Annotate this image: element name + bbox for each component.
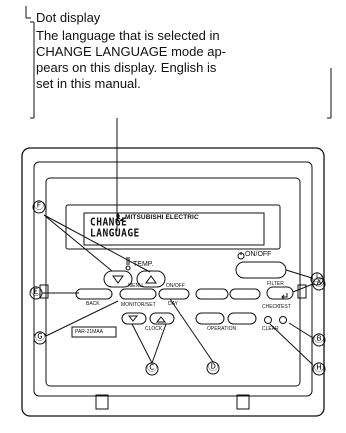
note-line: The language that is selected in	[36, 28, 220, 43]
menu-monitor-button[interactable]	[119, 288, 157, 300]
leader-B	[288, 322, 314, 339]
callout-G: Ⓖ	[35, 332, 45, 343]
callout-E: Ⓔ	[31, 287, 41, 298]
fan-button[interactable]	[195, 288, 229, 300]
callout-F: Ⓕ	[34, 201, 44, 212]
vane-button[interactable]	[229, 288, 261, 300]
model-plate	[71, 326, 117, 338]
front-panel	[45, 177, 301, 387]
callout-circle-E	[29, 286, 43, 300]
note-bracket-left	[30, 21, 35, 119]
note-line: pears on this display. English is	[36, 60, 217, 75]
callout-B: Ⓑ	[314, 334, 324, 345]
day-on-off-button[interactable]	[158, 288, 190, 300]
callout-A: Ⓐ	[314, 278, 324, 289]
filter-button[interactable]	[266, 286, 294, 300]
mode-back-button[interactable]	[75, 288, 113, 300]
model-label: PAR-21MAA	[75, 329, 103, 335]
callout-circle-B	[312, 333, 326, 347]
back-label: BACK	[86, 301, 100, 307]
callout-circle-C	[145, 362, 159, 376]
controller-body	[21, 147, 325, 417]
note-line: set in this manual.	[36, 76, 141, 91]
temp-up-button[interactable]	[136, 270, 166, 288]
clock-up-button[interactable]	[149, 312, 175, 325]
temp-label: TEMP.	[133, 261, 154, 268]
test-label: TEST	[278, 304, 291, 310]
callout-circle-A	[312, 277, 326, 291]
clock-up-arrow-icon	[155, 316, 167, 323]
left-hinge	[39, 284, 49, 299]
callout-circle-D	[206, 361, 220, 375]
clock-label: CLOCK	[145, 326, 163, 332]
lcd-window	[83, 212, 265, 246]
bottom-clip-left	[95, 394, 109, 410]
temp-down-button[interactable]	[103, 270, 133, 288]
callout-circle-F	[32, 200, 46, 214]
callout-D: Ⓓ	[208, 362, 218, 373]
controller-inner-frame	[33, 161, 313, 397]
dot-display-text: CHANGE LANGUAGE	[90, 218, 140, 239]
callout-I: Ⓘ	[312, 273, 322, 284]
callout-circle-H	[312, 362, 326, 376]
day-on-off-label: ON/OFF	[166, 283, 185, 289]
note-body: The language that is selected in CHANGE …	[36, 28, 326, 92]
right-hinge	[297, 284, 307, 299]
brand-label: MITSUBISHI ELECTRIC	[125, 214, 199, 221]
temp-down-arrow-icon	[112, 275, 124, 284]
clock-down-button[interactable]	[121, 312, 147, 325]
enter-arrow-icon	[281, 293, 288, 300]
on-off-button[interactable]	[235, 261, 287, 279]
temp-up-arrow-icon	[145, 275, 157, 284]
operation-up-button[interactable]	[227, 312, 257, 325]
lcd-line: LANGUAGE	[90, 227, 140, 240]
lcd-line: CHANGE	[90, 216, 128, 229]
day-label: DAY	[168, 301, 178, 307]
leader-F	[43, 214, 151, 273]
clock-down-arrow-icon	[127, 315, 139, 322]
test-button[interactable]	[279, 316, 287, 324]
leader-C	[131, 323, 167, 364]
operation-down-button[interactable]	[195, 312, 225, 325]
on-off-label: ON/OFF	[245, 251, 272, 258]
check-button[interactable]	[264, 316, 272, 324]
callout-circle-G	[33, 331, 47, 345]
operation-label: OPERATION	[207, 326, 237, 332]
note-bracket-right	[327, 68, 332, 119]
mitsubishi-logo-icon	[115, 213, 124, 221]
note-line: CHANGE LANGUAGE mode ap-	[36, 44, 227, 59]
callout-C: Ⓒ	[147, 363, 157, 374]
leader-H	[269, 323, 314, 366]
leader-G	[45, 300, 119, 337]
note-title: Dot display	[36, 10, 101, 25]
filter-label: FILTER	[267, 281, 284, 287]
callout-H: Ⓗ	[314, 363, 324, 374]
clear-label: CLEAR	[262, 326, 279, 332]
bottom-clip-right	[236, 394, 250, 410]
monitor-set-label: MONITOR/SET	[121, 302, 156, 308]
menu-label: MENU	[128, 283, 143, 289]
leader-A	[292, 283, 314, 293]
note-leader-line	[25, 6, 31, 19]
leader-I	[285, 269, 313, 279]
leader-D	[169, 298, 214, 363]
check-label: CHECK	[262, 304, 280, 310]
